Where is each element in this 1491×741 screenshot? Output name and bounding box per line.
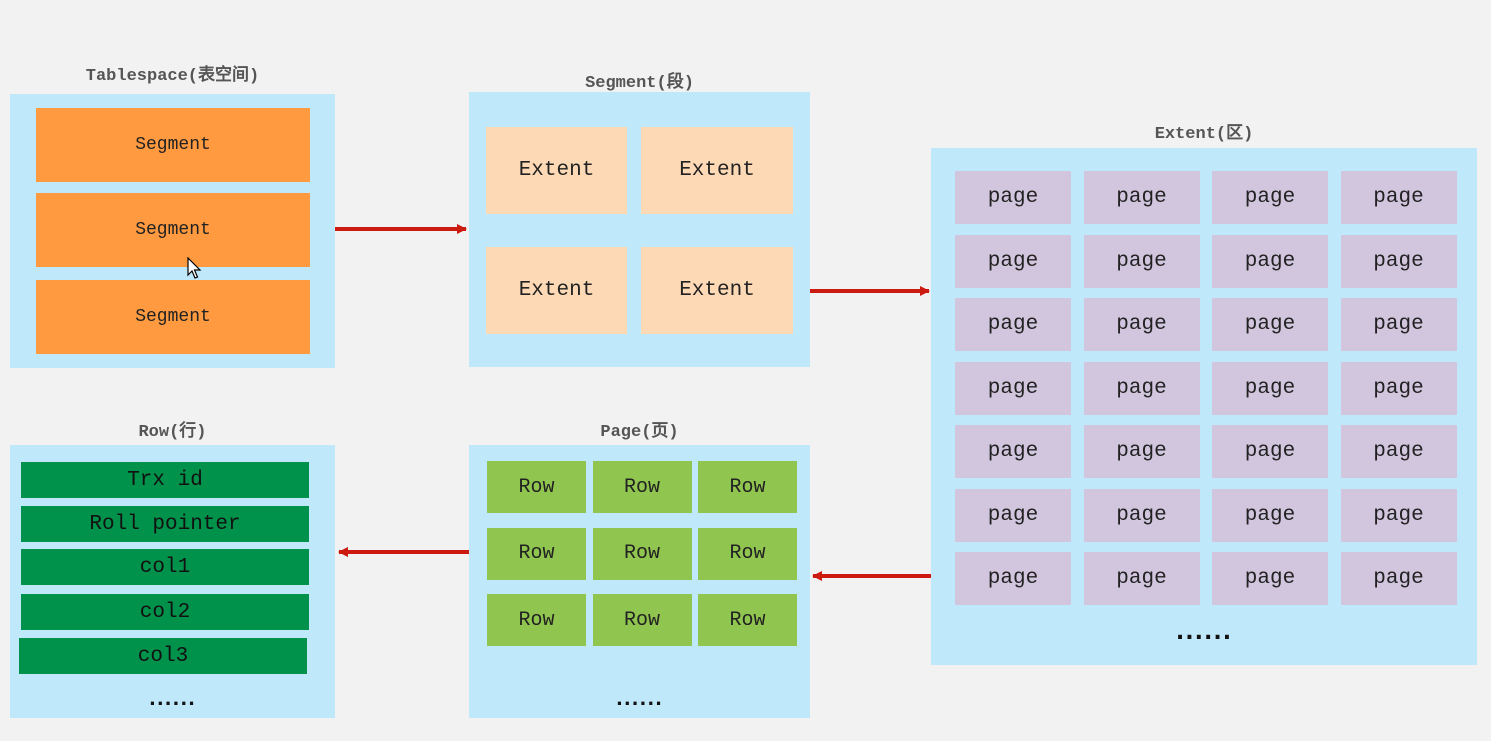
extent-page-cell-r2-c1: page <box>955 234 1071 288</box>
extent-page-cell-r1-c1: page <box>955 171 1071 224</box>
page-row-cell-r2-c3: Row <box>698 527 797 580</box>
extent-page-cell-r3-c2: page <box>1083 298 1200 351</box>
row-field-trx-id: Trx id <box>21 462 309 498</box>
extent-page-cell-r5-c3: page <box>1212 425 1328 478</box>
row-field-col3: col3 <box>19 638 307 674</box>
extent-page-cell-r6-c3: page <box>1212 488 1328 542</box>
page-title: Page(页) <box>600 423 679 442</box>
extent-page-cell-r6-c4: page <box>1340 488 1457 542</box>
extent-page-cell-r7-c1: page <box>955 552 1071 605</box>
extent-page-cell-r7-c4: page <box>1340 552 1457 605</box>
extent-page-cell-r7-c3: page <box>1212 552 1328 605</box>
row-field-col2: col2 <box>21 594 309 630</box>
page-row-cell-r1-c1: Row <box>487 461 586 513</box>
row-title: Row(行) <box>138 423 207 442</box>
row-field-col1: col1 <box>21 549 309 585</box>
row-field-roll-pointer: Roll pointer <box>21 506 309 542</box>
extent-page-cell-r5-c2: page <box>1083 425 1200 478</box>
row-panel: Trx id Roll pointer col1 col2 col3 .....… <box>10 445 335 718</box>
page-ellipsis: ...... <box>615 689 664 710</box>
extent-page-cell-r5-c4: page <box>1340 425 1457 478</box>
tablespace-panel: Segment Segment Segment <box>10 94 335 368</box>
extent-page-cell-r6-c1: page <box>955 488 1071 542</box>
page-row-cell-r3-c3: Row <box>698 594 797 646</box>
extent-page-cell-r4-c4: page <box>1340 361 1457 415</box>
extent-page-cell-r5-c1: page <box>955 425 1071 478</box>
segment-extent-4: Extent <box>641 247 793 334</box>
extent-page-cell-r3-c1: page <box>955 298 1071 351</box>
tablespace-segment-2: Segment <box>36 193 310 267</box>
extent-page-cell-r6-c2: page <box>1083 488 1200 542</box>
extent-page-cell-r1-c2: page <box>1083 171 1200 224</box>
page-row-cell-r1-c3: Row <box>698 461 797 513</box>
extent-page-cell-r2-c4: page <box>1340 234 1457 288</box>
segment-panel: Extent Extent Extent Extent <box>469 92 810 367</box>
page-row-cell-r1-c2: Row <box>592 461 692 513</box>
extent-page-cell-r2-c3: page <box>1212 234 1328 288</box>
page-row-cell-r2-c2: Row <box>592 527 692 580</box>
extent-page-cell-r4-c1: page <box>955 361 1071 415</box>
segment-title: Segment(段) <box>585 74 694 93</box>
extent-page-cell-r2-c2: page <box>1083 234 1200 288</box>
extent-page-cell-r4-c3: page <box>1212 361 1328 415</box>
segment-extent-2: Extent <box>641 127 793 214</box>
page-row-cell-r2-c1: Row <box>487 527 586 580</box>
segment-extent-1: Extent <box>486 127 627 214</box>
segment-extent-3: Extent <box>486 247 627 334</box>
extent-title: Extent(区) <box>1154 125 1254 144</box>
tablespace-segment-1: Segment <box>36 108 310 182</box>
tablespace-segment-3: Segment <box>36 280 310 354</box>
page-row-cell-r3-c1: Row <box>487 594 586 646</box>
row-ellipsis: ...... <box>148 689 197 710</box>
mouse-pointer-icon <box>187 257 202 279</box>
extent-page-cell-r1-c4: page <box>1340 171 1457 224</box>
tablespace-title: Tablespace(表空间) <box>85 67 260 86</box>
extent-page-cell-r7-c2: page <box>1083 552 1200 605</box>
page-row-cell-r3-c2: Row <box>592 594 692 646</box>
extent-page-cell-r4-c2: page <box>1083 361 1200 415</box>
extent-page-cell-r3-c3: page <box>1212 298 1328 351</box>
extent-ellipsis: ...... <box>1175 620 1233 645</box>
extent-page-cell-r3-c4: page <box>1340 298 1457 351</box>
extent-page-cell-r1-c3: page <box>1212 171 1328 224</box>
